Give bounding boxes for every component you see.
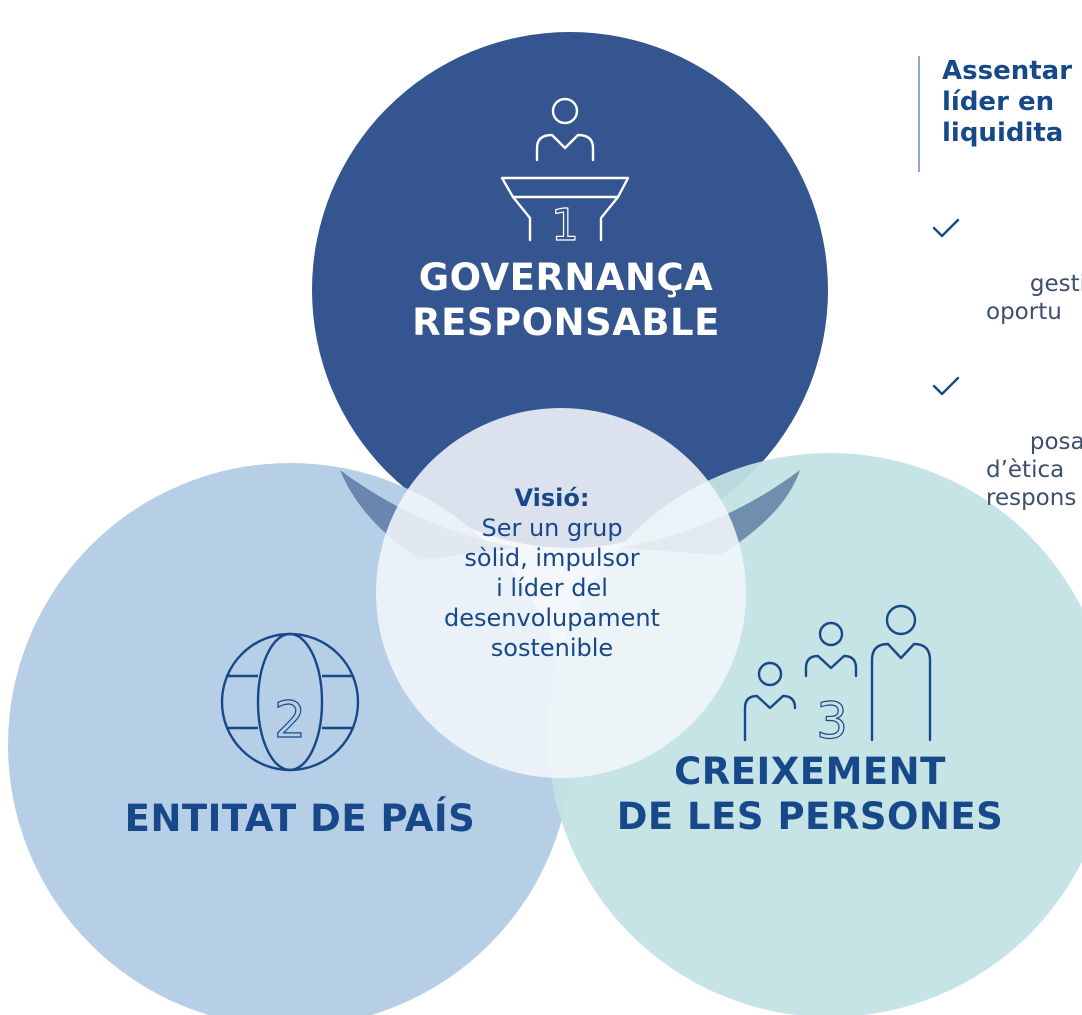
aside-heading-block: Assentar líder en liquidita	[918, 56, 1082, 172]
vision-text: Ser un grup sòlid, impulsor i líder del …	[444, 514, 660, 662]
check-icon	[932, 218, 960, 238]
globe-icon: 2	[220, 632, 360, 772]
vision-block: Visió: Ser un grup sòlid, impulsor i líd…	[382, 483, 722, 663]
pillar-title-governance: GOVERNANÇA RESPONSABLE	[412, 256, 720, 344]
bullet-text: posant d’ètica respons	[986, 429, 1082, 511]
aside-title: Assentar líder en liquidita	[942, 56, 1073, 148]
pillar-circle-governance	[312, 32, 828, 548]
pillar-number-3: 3	[816, 692, 848, 750]
person-at-podium-icon: 1	[500, 97, 630, 252]
vision-label: Visió:	[514, 484, 590, 512]
check-icon	[932, 376, 960, 396]
vision-circle	[376, 408, 746, 778]
people-group-icon: 3	[743, 604, 932, 751]
pillar-title-country: ENTITAT DE PAÍS	[124, 797, 476, 840]
pillar-number-1: 1	[551, 200, 579, 251]
pillar-title-people: CREIXEMENT DE LES PERSONES	[616, 750, 1004, 838]
aside-bullet-list: gestion oportu posant d’ètica respons	[928, 214, 1082, 558]
pillar-number-2: 2	[274, 691, 306, 749]
list-item: gestion oportu	[928, 214, 1082, 354]
list-item: posant d’ètica respons	[928, 372, 1082, 540]
bullet-text: gestion oportu	[986, 271, 1082, 325]
